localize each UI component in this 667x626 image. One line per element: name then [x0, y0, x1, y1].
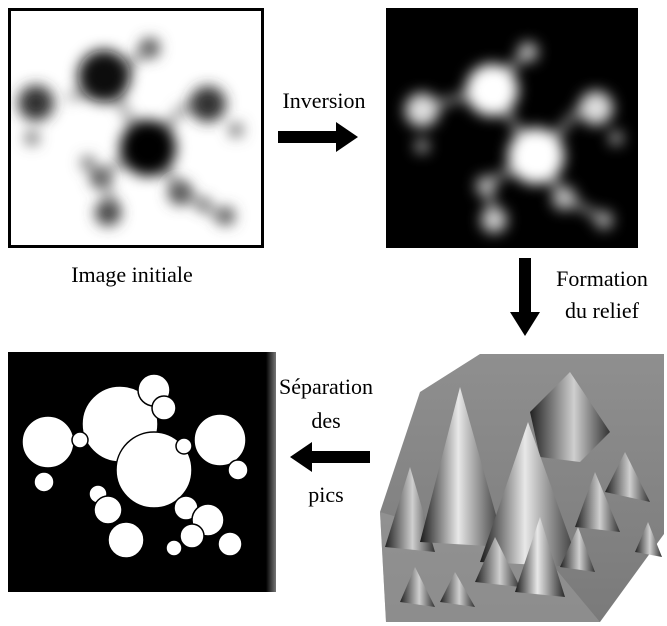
formation-label-line2: du relief — [565, 298, 639, 323]
inversion-label: Inversion — [282, 88, 366, 113]
image-initiale-label: Image initiale — [71, 262, 193, 287]
relief-panel — [380, 352, 664, 622]
separation-label-line1: Séparation — [278, 374, 374, 399]
separation-label-line2: des — [311, 408, 341, 433]
arrow-left-icon — [288, 442, 370, 472]
arrow-right-icon — [278, 122, 360, 152]
arrow-down-icon — [510, 258, 540, 336]
formation-label-line1: Formation — [556, 266, 648, 291]
inverted-image-panel — [386, 8, 638, 248]
separated-peaks-panel — [8, 352, 276, 592]
separation-label-line3: pics — [308, 482, 344, 507]
initial-image-panel — [8, 8, 264, 248]
